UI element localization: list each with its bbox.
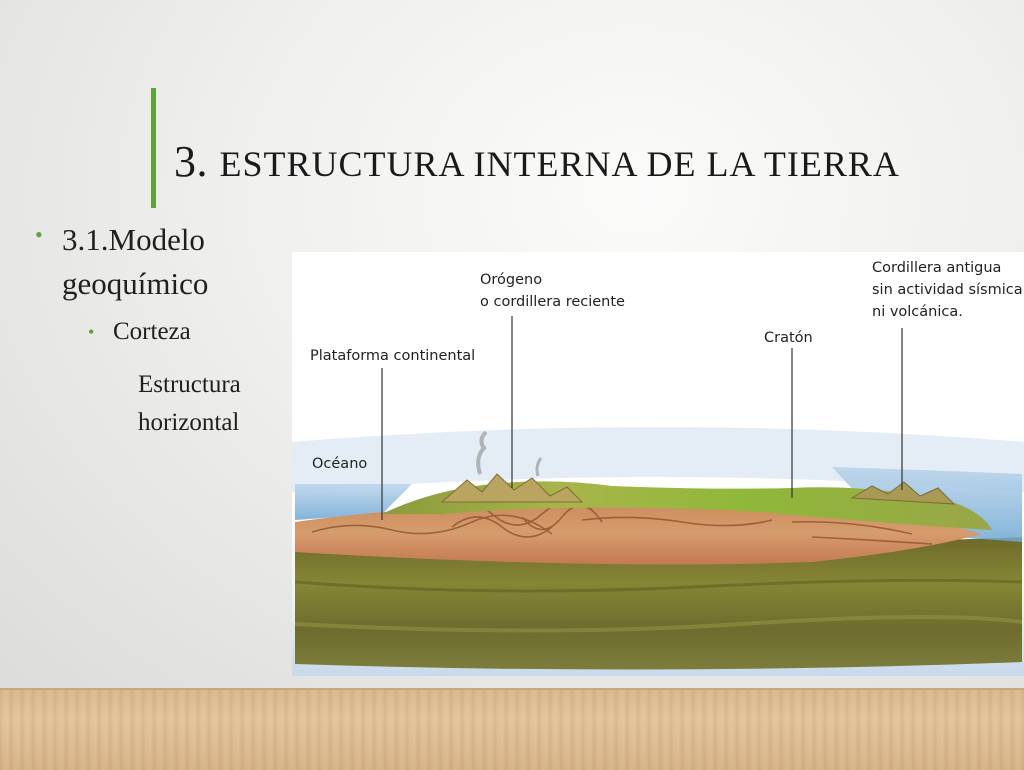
mantle-stripe <box>294 614 1023 633</box>
bullet-dot-icon: • <box>88 322 95 342</box>
bullet-dot-icon: • <box>35 222 43 247</box>
slide-title: 3. ESTRUCTURA INTERNA DE LA TIERRA <box>174 136 900 187</box>
bullet-level2: Corteza <box>113 318 191 345</box>
body-text: Estructura horizontal <box>138 371 241 436</box>
label-orogeno-line1: Orógeno <box>480 272 542 288</box>
title-accent-bar <box>151 88 156 208</box>
bullet-level1: 3.1.Modelo geoquímico <box>62 222 209 301</box>
volcano-smoke <box>476 430 488 475</box>
wood-floor-background <box>0 688 1024 770</box>
slide: 3. ESTRUCTURA INTERNA DE LA TIERRA • 3.1… <box>0 0 1024 688</box>
pointer-lines <box>381 316 903 520</box>
old-mountains <box>850 481 956 505</box>
mantle-stripe <box>294 578 1023 593</box>
title-number: 3. <box>174 137 208 186</box>
title-text: ESTRUCTURA INTERNA DE LA TIERRA <box>219 144 900 184</box>
crust-section <box>295 501 982 565</box>
label-oceano: Océano <box>312 456 367 472</box>
label-craton: Cratón <box>764 330 813 346</box>
label-cordillera-line3: ni volcánica. <box>872 304 963 320</box>
label-cordillera-line2: sin actividad sísmica <box>872 282 1023 298</box>
mantle-block <box>295 537 1022 670</box>
orogen-mountains <box>440 473 584 503</box>
volcano-smoke <box>535 457 543 477</box>
crust-diagram: Océano Plataforma continental Orógeno o … <box>292 252 1024 676</box>
label-plataforma: Plataforma continental <box>310 348 475 364</box>
label-cordillera-line1: Cordillera antigua <box>872 260 1001 276</box>
label-orogeno-line2: o cordillera reciente <box>480 294 625 310</box>
ocean-water-left <box>295 484 412 520</box>
